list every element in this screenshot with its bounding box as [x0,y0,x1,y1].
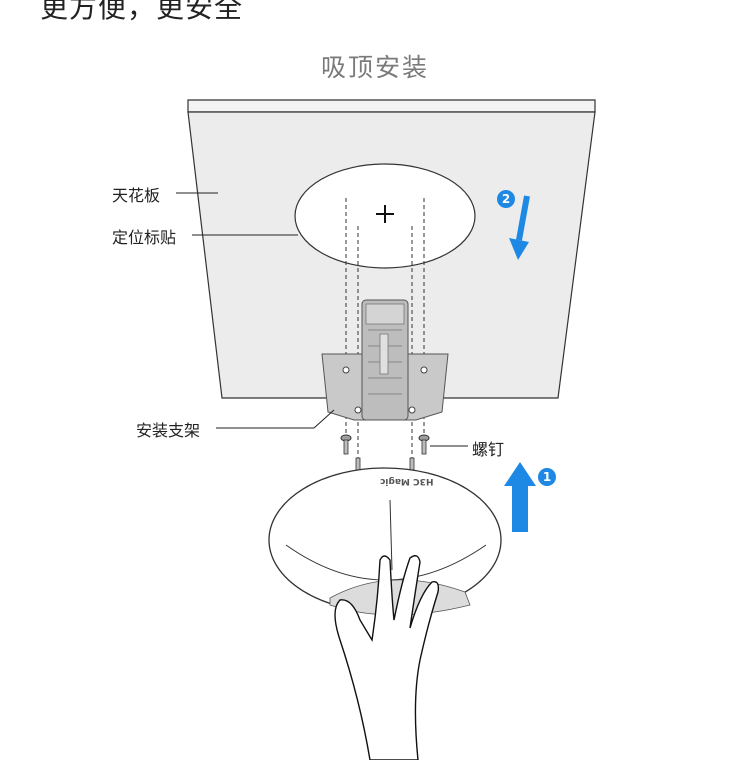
hand-illustration [334,555,440,760]
step-2-badge: 2 [497,190,515,208]
step-1-badge: 1 [538,468,556,486]
positioning-sticker [294,163,476,269]
sticker-label: 定位标贴 [112,228,177,247]
page-heading: 更方便，更安全 [40,0,244,24]
bracket-label: 安装支架 [136,421,201,440]
ceiling-label: 天花板 [112,186,161,205]
device-post-left [355,457,361,471]
device-post-right [409,457,415,471]
screw-right [418,434,430,455]
section-title: 吸顶安装 [320,53,429,82]
screws-label: 螺钉 [472,440,505,459]
screw-left [340,434,352,455]
device-logo: H3C Magic [380,476,434,486]
mounting-bracket [321,299,449,421]
alignment-lines [345,198,425,462]
leader-lines [176,192,468,447]
arrow-up-icon [504,462,536,532]
arrow-down-icon [509,195,530,260]
